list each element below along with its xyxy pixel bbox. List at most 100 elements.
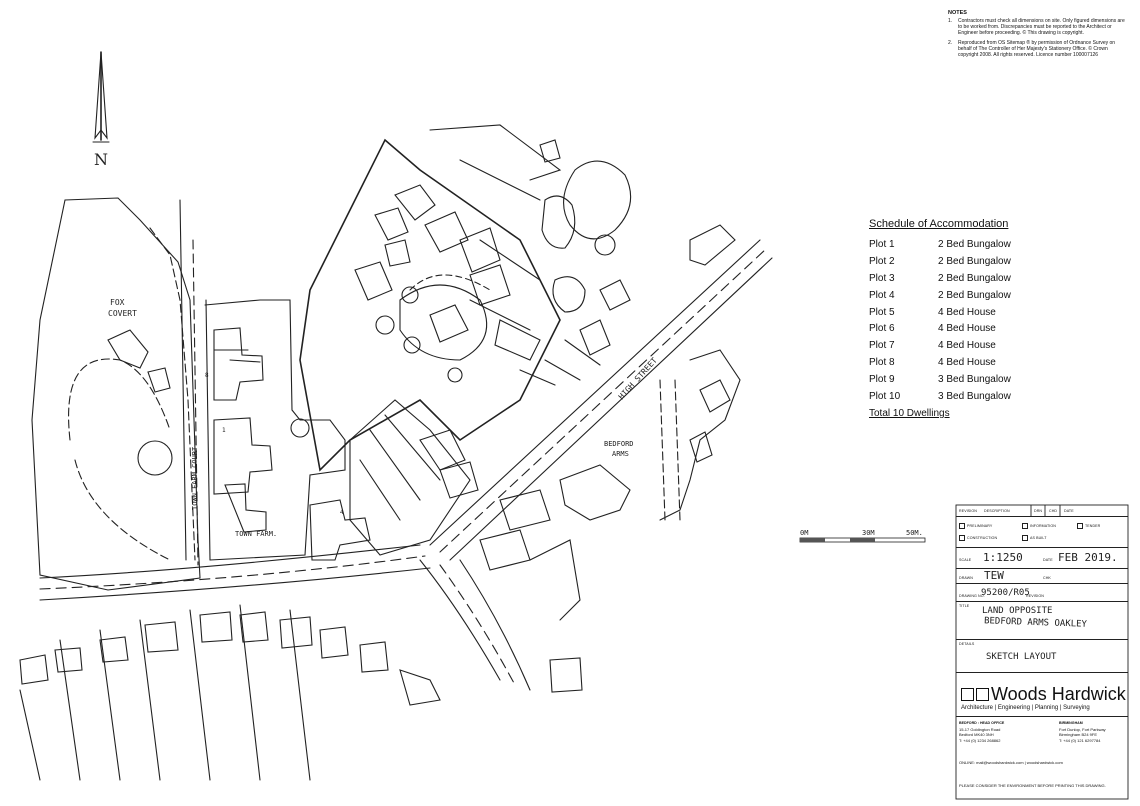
checkbox-icon xyxy=(959,523,965,529)
title-line-1: LAND OPPOSITE xyxy=(982,606,1053,616)
date-value: FEB 2019. xyxy=(1058,551,1118,564)
title-line-2: BEDFORD ARMS OAKLEY xyxy=(983,616,1088,630)
scale-label-mid: 30M xyxy=(862,529,875,537)
map-label-town-farm: TOWN FARM. xyxy=(235,530,277,538)
chk-label: CHK xyxy=(1043,576,1051,580)
woods-hardwick-logo-icon xyxy=(976,688,989,701)
map-label-bedford: BEDFORD xyxy=(604,440,634,448)
drawing-no-label: DRAWING NO. xyxy=(959,594,985,598)
office-address: Bedford MK40 3NH xyxy=(959,732,994,737)
note-item: 2. Reproduced from OS Sitemap ® by permi… xyxy=(948,40,1128,58)
status-label: INFORMATION xyxy=(1030,523,1056,528)
map-label-covert: COVERT xyxy=(108,309,137,318)
chd-header: CHD xyxy=(1049,509,1058,513)
environment-footer: PLEASE CONSIDER THE ENVIRONMENT BEFORE P… xyxy=(959,783,1106,788)
schedule-row: Plot 10 3 Bed Bungalow xyxy=(869,388,1069,405)
map-label-number-1: 1 xyxy=(222,427,226,434)
plot-type: 4 Bed House xyxy=(938,323,996,335)
description-header: DESCRIPTION xyxy=(984,509,1010,513)
status-as-built: AS BUILT xyxy=(1022,535,1047,541)
office-birmingham: BIRMINGHAM Fort Dunlop, Fort Parkway Bir… xyxy=(1059,720,1106,743)
status-label: CONSTRUCTION xyxy=(967,535,998,540)
schedule-title: Schedule of Accommodation xyxy=(869,218,1009,230)
company-name: Woods Hardwick xyxy=(991,684,1126,704)
date-header: DATE xyxy=(1064,509,1074,513)
scale-bar: 0M 30M 50M. xyxy=(799,529,926,543)
note-number: 1. xyxy=(948,18,953,24)
plot-name: Plot 3 xyxy=(869,272,895,284)
status-label: TENDER xyxy=(1085,523,1101,528)
schedule-row: Plot 5 4 Bed House xyxy=(869,304,1069,321)
plot-type: 3 Bed Bungalow xyxy=(938,374,1011,386)
schedule-row: Plot 8 4 Bed House xyxy=(869,354,1069,371)
plot-name: Plot 9 xyxy=(869,374,895,386)
scale-label-start: 0M xyxy=(800,529,808,537)
north-arrow-icon xyxy=(92,51,110,143)
map-label-number-4: 4 xyxy=(340,509,344,516)
online-contact: ONLINE: mail@woodshardwick.com | woodsha… xyxy=(959,760,1063,765)
plot-name: Plot 7 xyxy=(869,340,895,352)
office-address: Fort Dunlop, Fort Parkway xyxy=(1059,726,1106,732)
status-preliminary: PRELIMINARY xyxy=(959,523,992,529)
plot-name: Plot 4 xyxy=(869,289,895,301)
plot-name: Plot 5 xyxy=(869,306,895,318)
woods-hardwick-logo-icon xyxy=(961,688,974,701)
schedule-total: Total 10 Dwellings xyxy=(869,407,950,419)
office-heading: BEDFORD : HEAD OFFICE xyxy=(959,721,1005,725)
notes-heading: NOTES xyxy=(948,10,967,16)
office-address: 15-17 Goldington Road xyxy=(959,726,1001,732)
office-address: Birmingham B24 9FE xyxy=(1059,732,1098,737)
plot-type: 4 Bed House xyxy=(938,306,996,318)
schedule-row: Plot 3 2 Bed Bungalow xyxy=(869,270,1069,287)
plot-name: Plot 10 xyxy=(869,390,901,402)
office-phone: T: +44 (0) 1234 268862 xyxy=(959,737,1001,743)
checkbox-icon xyxy=(1077,523,1083,529)
drawn-label: DRAWN xyxy=(959,576,973,580)
revision-header: REVISION xyxy=(959,509,977,513)
scale-value: 1:1250 xyxy=(983,551,1023,564)
plot-type: 4 Bed House xyxy=(938,357,996,369)
office-phone: T: +44 (0) 121 6297784 xyxy=(1059,737,1101,743)
map-label-town-farm-court: TOWN FARM COURT xyxy=(191,446,199,510)
map-label-arms: ARMS xyxy=(612,450,629,458)
office-heading: BIRMINGHAM xyxy=(1059,721,1083,725)
drn-header: DRN xyxy=(1034,509,1043,513)
revision-label: REVISION xyxy=(1026,594,1044,598)
company-tagline: Architecture | Engineering | Planning | … xyxy=(961,705,1090,711)
plot-type: 3 Bed Bungalow xyxy=(938,390,1011,402)
details-value: SKETCH LAYOUT xyxy=(986,652,1057,662)
date-label: DATE xyxy=(1043,558,1053,562)
title-block: REVISION DESCRIPTION DRN CHD DATE PRELIM… xyxy=(956,505,1128,799)
scale-label-end: 50M. xyxy=(906,529,923,537)
status-information: INFORMATION xyxy=(1022,523,1056,529)
plot-type: 2 Bed Bungalow xyxy=(938,289,1011,301)
note-text: Reproduced from OS Sitemap ® by permissi… xyxy=(958,40,1116,58)
schedule-row: Plot 4 2 Bed Bungalow xyxy=(869,287,1069,304)
status-construction: CONSTRUCTION xyxy=(959,535,997,541)
checkbox-icon xyxy=(1022,523,1028,529)
status-label: AS BUILT xyxy=(1030,535,1047,540)
plot-name: Plot 8 xyxy=(869,357,895,369)
office-bedford: BEDFORD : HEAD OFFICE 15-17 Goldington R… xyxy=(959,720,1004,743)
checkbox-icon xyxy=(959,535,965,541)
company-logo: Woods Hardwick xyxy=(961,684,1126,705)
details-label: DETAILS xyxy=(959,642,975,646)
checkbox-icon xyxy=(1022,535,1028,541)
plot-type: 4 Bed House xyxy=(938,340,996,352)
note-text: Contractors must check all dimensions on… xyxy=(958,18,1125,36)
schedule-row: Plot 9 3 Bed Bungalow xyxy=(869,371,1069,388)
map-label-number-8: 8 xyxy=(205,372,209,379)
north-label: N xyxy=(94,150,108,169)
drawing-notes: NOTES 1. Contractors must check all dime… xyxy=(948,10,1128,62)
schedule-of-accommodation: Schedule of Accommodation Plot 1 2 Bed Bu… xyxy=(869,218,1069,422)
status-label: PRELIMINARY xyxy=(967,523,993,528)
note-number: 2. xyxy=(948,40,953,46)
plot-type: 2 Bed Bungalow xyxy=(938,272,1011,284)
plot-name: Plot 1 xyxy=(869,238,895,250)
schedule-row: Plot 7 4 Bed House xyxy=(869,337,1069,354)
note-item: 1. Contractors must check all dimensions… xyxy=(948,18,1128,36)
drawing-no-value: 95200/R05 xyxy=(981,588,1030,598)
status-tender: TENDER xyxy=(1077,523,1100,529)
